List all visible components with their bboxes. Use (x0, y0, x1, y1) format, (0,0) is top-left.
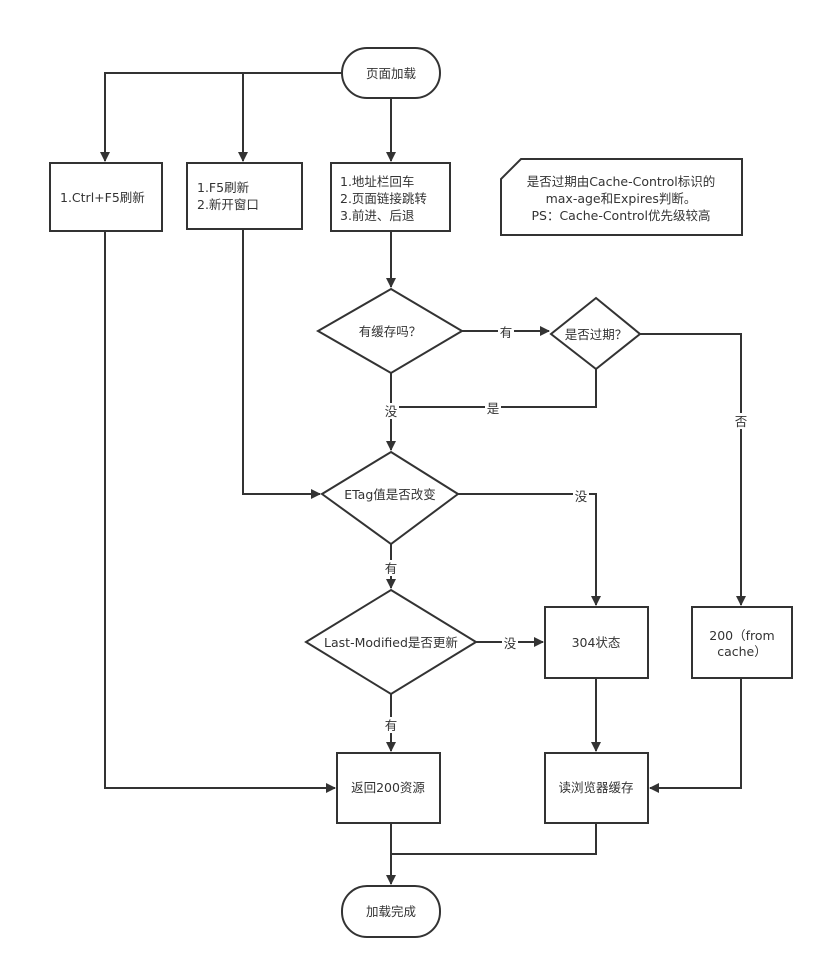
node-read-cache-label: 读浏览器缓存 (558, 780, 633, 795)
node-304: 304状态 (544, 606, 649, 679)
node-from-cache-line-1: 200（from (709, 628, 774, 643)
label-lm-yes: 有 (385, 718, 398, 733)
edge-expired-fromcache (640, 333, 746, 606)
edge-start-ctrlf5 (100, 72, 342, 162)
label-expired-yes: 是 (487, 401, 500, 416)
label-lm-no: 没 (504, 636, 517, 651)
node-from-cache-line-2: cache） (717, 644, 767, 659)
node-ctrl-f5-label: 1.Ctrl+F5刷新 (60, 190, 145, 205)
edge-f5-etag (242, 229, 321, 499)
node-read-cache: 读浏览器缓存 (544, 752, 649, 824)
node-start: 页面加载 (341, 47, 441, 99)
decision-expired-label: 是否过期？ (565, 327, 628, 342)
edge-expired-yes (391, 369, 597, 408)
decision-etag-label: ETag值是否改变 (344, 487, 436, 502)
decision-has-cache: 有缓存吗？ (315, 287, 464, 375)
note-box: 是否过期由Cache-Control标识的 max-age和Expires判断。… (500, 158, 743, 236)
node-f5: 1.F5刷新 2.新开窗口 (186, 162, 303, 230)
edge-fromcache-read (649, 678, 742, 793)
node-end: 加载完成 (341, 885, 441, 938)
node-address-line-2: 2.页面链接跳转 (340, 191, 427, 206)
edge-labels: 有 否 是 没 没 有 没 有 (383, 324, 749, 733)
node-ctrl-f5: 1.Ctrl+F5刷新 (49, 162, 163, 232)
label-etag-no: 没 (575, 489, 588, 504)
node-304-label: 304状态 (572, 635, 621, 650)
node-from-cache: 200（from cache） (691, 606, 793, 679)
decision-last-modified: Last-Modified是否更新 (304, 588, 478, 696)
edge-ctrlf5-return (104, 231, 336, 793)
note-line-1: 是否过期由Cache-Control标识的 (527, 174, 716, 189)
decision-expired: 是否过期？ (549, 296, 642, 371)
decision-has-cache-label: 有缓存吗？ (359, 324, 422, 339)
label-etag-yes: 有 (385, 561, 398, 576)
decision-etag: ETag值是否改变 (320, 450, 460, 546)
note-line-3: PS：Cache-Control优先级较高 (531, 208, 710, 223)
node-address: 1.地址栏回车 2.页面链接跳转 3.前进、后退 (330, 162, 451, 232)
node-address-line-3: 3.前进、后退 (340, 208, 415, 223)
node-return-200-label: 返回200资源 (351, 780, 425, 795)
node-end-label: 加载完成 (366, 904, 416, 919)
edge-etag-304 (458, 493, 601, 606)
node-f5-line-2: 2.新开窗口 (197, 197, 259, 212)
node-start-label: 页面加载 (366, 66, 417, 81)
label-has-cache-yes: 有 (500, 325, 513, 340)
label-has-cache-no: 没 (385, 404, 398, 419)
node-address-line-1: 1.地址栏回车 (340, 174, 414, 189)
label-expired-no: 否 (735, 414, 748, 429)
edge-read-end (391, 823, 597, 855)
node-f5-line-1: 1.F5刷新 (197, 180, 249, 195)
note-line-2: max-age和Expires判断。 (546, 191, 697, 206)
node-return-200: 返回200资源 (336, 752, 441, 824)
decision-last-modified-label: Last-Modified是否更新 (324, 635, 458, 650)
